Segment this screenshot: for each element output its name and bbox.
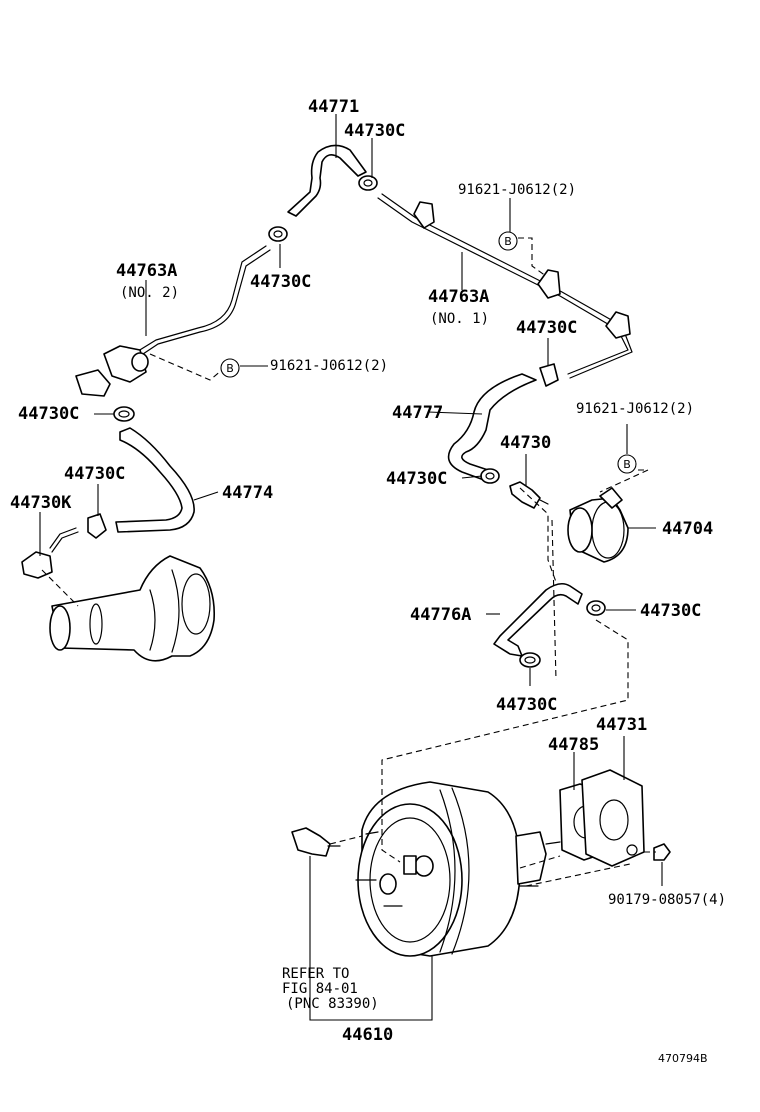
- spacer-44731: [581, 769, 645, 867]
- pipe-44763a-no1: [377, 193, 633, 379]
- label-44776a: 44776A: [410, 605, 471, 625]
- bolt-marker-mid: B: [220, 358, 240, 378]
- check-valve-44730k: [21, 527, 79, 579]
- label-no1: (NO. 1): [430, 311, 489, 327]
- brake-booster-44610: [355, 781, 561, 957]
- label-44763a-no2: 44763A: [116, 261, 177, 281]
- label-44730c-left-upper: 44730C: [250, 272, 311, 292]
- label-44730c-left2: 44730C: [64, 464, 125, 484]
- label-44730c-bottom: 44730C: [496, 695, 557, 715]
- label-44777: 44777: [392, 403, 443, 423]
- figure-id: 470794B: [658, 1052, 708, 1065]
- label-44730c-mid: 44730C: [386, 469, 447, 489]
- dashed-connections: [41, 237, 656, 887]
- refer-line-3: (PNC 83390): [286, 996, 379, 1012]
- label-44771: 44771: [308, 97, 359, 117]
- nut-90179: [653, 843, 671, 861]
- label-no2: (NO. 2): [120, 285, 179, 301]
- label-44731: 44731: [596, 715, 647, 735]
- hose-44774: [115, 427, 195, 533]
- clamp-44730c-left-upper: [268, 226, 288, 242]
- refer-line-1: REFER TO: [282, 966, 349, 982]
- label-44610: 44610: [342, 1025, 393, 1045]
- hose-44771: [287, 144, 367, 217]
- vacuum-tank-44704: [567, 487, 629, 563]
- check-valve-44730: [509, 481, 549, 509]
- label-90179: 90179-08057(4): [608, 892, 726, 908]
- label-44730c-top: 44730C: [344, 121, 405, 141]
- clamp-44730c-right-mid: [586, 600, 606, 616]
- bolt-marker-right: B: [617, 454, 637, 474]
- label-44774: 44774: [222, 483, 273, 503]
- hose-44777: [447, 373, 537, 481]
- label-44730c-right-mid: 44730C: [640, 601, 701, 621]
- manifold-part: [49, 555, 216, 662]
- label-91621-right: 91621-J0612(2): [576, 401, 694, 417]
- clamp-44730c-left: [113, 406, 135, 422]
- bolt-marker-top: B: [498, 231, 518, 251]
- label-44730: 44730: [500, 433, 551, 453]
- clamp-44730c-top: [358, 175, 378, 191]
- clamp-44730c-bottom: [519, 652, 541, 668]
- label-44704: 44704: [662, 519, 713, 539]
- vacuum-sensor: [291, 827, 341, 857]
- label-91621-top: 91621-J0612(2): [458, 182, 576, 198]
- label-91621-mid: 91621-J0612(2): [270, 358, 388, 374]
- leader-lines: [39, 114, 663, 1021]
- label-44730c-left: 44730C: [18, 404, 79, 424]
- svg-text:B: B: [504, 235, 512, 248]
- clamp-44730c-mid: [480, 468, 500, 484]
- label-44730c-right-upper: 44730C: [516, 318, 577, 338]
- clamp-44730c-left2: [87, 513, 107, 539]
- hose-44776a: [493, 582, 583, 657]
- refer-line-2: FIG 84-01: [282, 981, 358, 997]
- label-44730k: 44730K: [10, 493, 72, 513]
- svg-text:B: B: [623, 458, 631, 471]
- clamp-44730c-right-upper: [539, 363, 559, 387]
- label-44763a-no1: 44763A: [428, 287, 489, 307]
- pipe-44763a-no2: [75, 245, 271, 397]
- svg-text:B: B: [226, 362, 234, 375]
- label-44785: 44785: [548, 735, 599, 755]
